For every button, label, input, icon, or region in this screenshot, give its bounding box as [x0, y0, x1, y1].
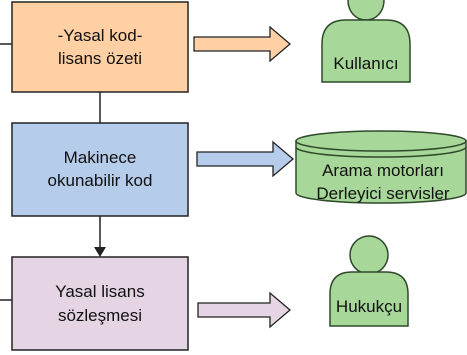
- user-label: Kullanıcı: [333, 54, 398, 73]
- box-legal-code-summary: -Yasal kod- lisans özeti: [11, 1, 189, 93]
- box-1-line-1: -Yasal kod-: [58, 26, 143, 45]
- box-2-line-1: Makinece: [64, 148, 137, 167]
- person-lawyer-icon: Hukukçu: [329, 235, 409, 327]
- box-1-line-2: lisans özeti: [58, 49, 142, 68]
- box-legal-license-agreement: Yasal lisans sözleşmesi: [11, 256, 189, 351]
- database-line-2: Derleyici servisler: [316, 184, 450, 203]
- block-arrow-blue: [196, 140, 295, 178]
- person-user-icon: Kullanıcı: [321, 0, 411, 83]
- database-search-engines-icon: Arama motorları Derleyici servisler: [295, 130, 467, 204]
- lawyer-label: Hukukçu: [336, 297, 402, 316]
- box-3-line-2: sözleşmesi: [58, 306, 142, 325]
- box-2-line-2: okunabilir kod: [48, 171, 153, 190]
- box-3-line-1: Yasal lisans: [55, 282, 144, 301]
- arrowhead-down: [94, 247, 106, 257]
- block-arrow-orange: [193, 25, 292, 63]
- box-machine-readable-code: Makinece okunabilir kod: [11, 122, 189, 217]
- block-arrow-pink: [197, 291, 292, 329]
- database-line-1: Arama motorları: [322, 161, 444, 180]
